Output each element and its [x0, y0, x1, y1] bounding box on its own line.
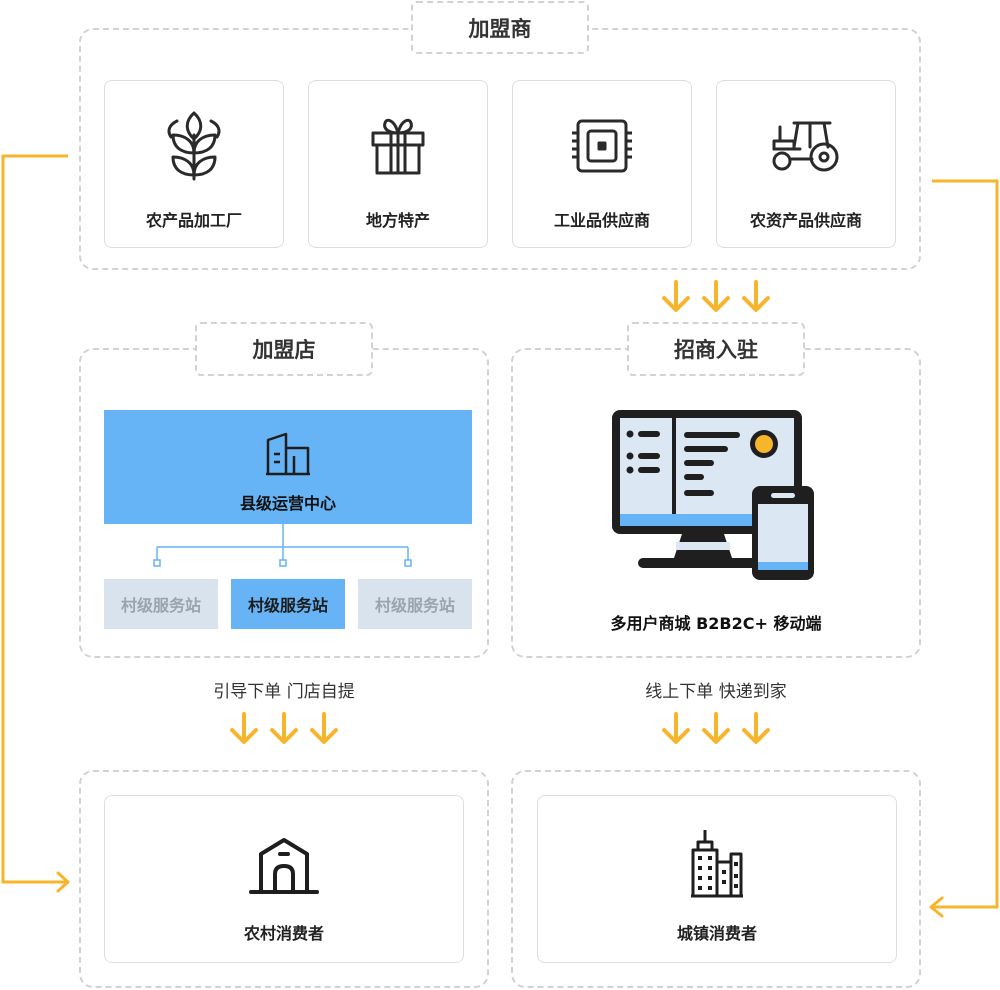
county-operation-center[interactable]: 县级运营中心 — [104, 410, 472, 524]
franchisee-card-local-specialty[interactable]: 地方特产 — [308, 80, 488, 248]
franchisee-title: 加盟商 — [411, 1, 589, 54]
card-label: 城镇消费者 — [676, 924, 757, 943]
franchise-store-title: 加盟店 — [195, 322, 373, 376]
gift-icon — [371, 118, 425, 175]
city-icon — [691, 830, 743, 898]
down-arrows-icon — [662, 712, 770, 744]
mall-label: 多用户商城 B2B2C+ 移动端 — [610, 614, 822, 633]
franchisee-card-industrial-supplier[interactable]: 工业品供应商 — [512, 80, 692, 248]
house-icon — [249, 838, 319, 894]
tractor-icon — [772, 121, 839, 172]
village-station-2[interactable]: 村级服务站 — [231, 579, 345, 629]
wheat-icon — [167, 111, 221, 181]
down-arrows-icon — [662, 280, 770, 312]
franchisee-card-processing-plant[interactable]: 农产品加工厂 — [104, 80, 284, 248]
card-label: 农产品加工厂 — [145, 211, 242, 230]
village-station-1[interactable]: 村级服务站 — [104, 579, 218, 629]
tree-connector — [153, 524, 412, 567]
urban-consumer-card[interactable]: 城镇消费者 — [537, 795, 897, 963]
card-label: 农资产品供应商 — [749, 211, 862, 230]
delivery-caption: 线上下单 快递到家 — [645, 682, 787, 702]
merchant-entry-title: 招商入驻 — [627, 322, 805, 376]
computer-mobile-icon — [612, 410, 814, 580]
chip-icon — [572, 119, 632, 173]
card-label: 地方特产 — [365, 211, 430, 230]
building-icon — [266, 432, 310, 476]
rural-consumer-card[interactable]: 农村消费者 — [104, 795, 464, 963]
pickup-caption: 引导下单 门店自提 — [213, 682, 355, 702]
down-arrows-icon — [230, 712, 338, 744]
franchisee-card-agri-supplier[interactable]: 农资产品供应商 — [716, 80, 896, 248]
hub-label: 县级运营中心 — [239, 494, 336, 513]
village-station-3[interactable]: 村级服务站 — [358, 579, 472, 629]
card-label: 工业品供应商 — [553, 211, 650, 230]
card-label: 农村消费者 — [243, 924, 324, 943]
